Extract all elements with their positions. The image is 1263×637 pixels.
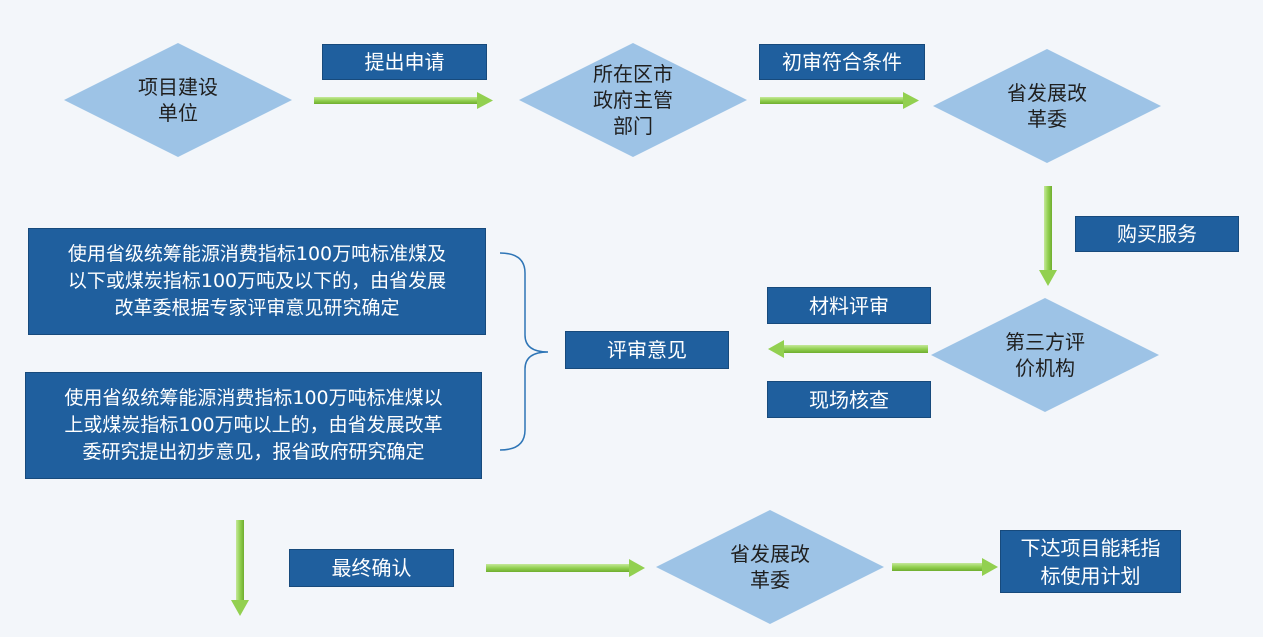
label-final-confirmation: 最终确认 (289, 549, 454, 587)
diamond-province-ndrc-bottom (656, 510, 884, 624)
node-province-ndrc-top: 省发展改 革委 (1007, 81, 1087, 131)
arrow-down-final (231, 520, 249, 616)
diamond-project-unit (64, 43, 292, 157)
arrow-submit (314, 92, 493, 109)
label-initial-review: 初审符合条件 (759, 44, 925, 80)
node-city-dept: 所在区市 政府主管 部门 (593, 62, 673, 138)
condition-below-threshold: 使用省级统筹能源消费指标100万吨标准煤及 以下或煤炭指标100万吨及以下的，由… (28, 228, 486, 335)
label-site-verification: 现场核查 (767, 381, 931, 418)
bracket (499, 252, 549, 451)
label-material-review: 材料评审 (767, 287, 931, 324)
node-project-unit: 项目建设 单位 (138, 75, 218, 125)
diamond-third-party (931, 298, 1159, 412)
arrow-final-to-ndrc (486, 559, 645, 577)
diamond-province-ndrc-top (933, 49, 1161, 163)
label-purchase-service: 购买服务 (1075, 216, 1239, 252)
arrow-ndrc-to-plan (892, 558, 998, 576)
label-review-opinion: 评审意见 (565, 331, 729, 369)
arrow-left-review (768, 340, 928, 358)
condition-above-threshold: 使用省级统筹能源消费指标100万吨标准煤以 上或煤炭指标100万吨以上的，由省发… (25, 372, 482, 479)
label-issue-plan: 下达项目能耗指 标使用计划 (1000, 530, 1181, 593)
label-submit-application: 提出申请 (322, 44, 487, 80)
diamond-city-dept (519, 43, 747, 157)
node-province-ndrc-bottom: 省发展改 革委 (730, 542, 810, 592)
node-third-party: 第三方评 价机构 (1005, 330, 1085, 380)
arrow-down-purchase (1039, 186, 1057, 286)
arrow-initial-review (760, 92, 919, 109)
